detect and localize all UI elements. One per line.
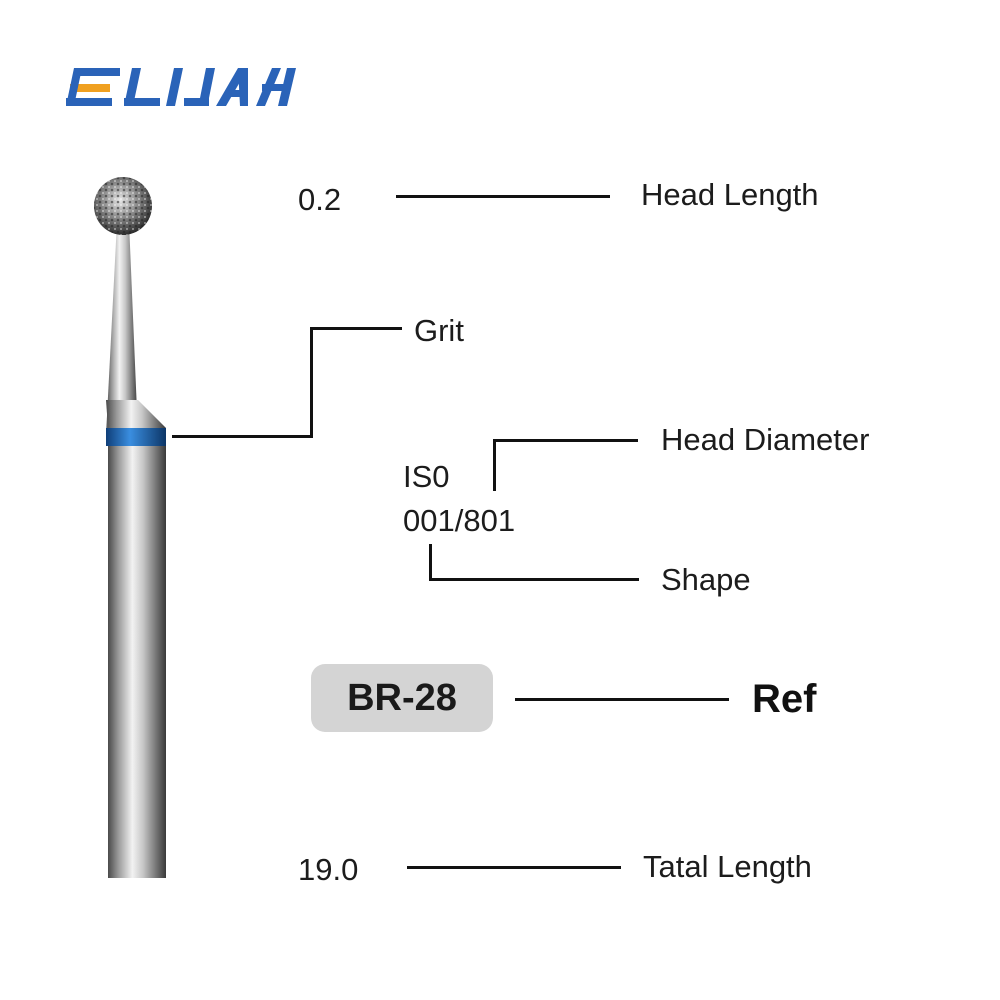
bur-neck: [106, 222, 138, 435]
bur-graphic: [94, 177, 166, 878]
logo-letter-l: [124, 68, 160, 106]
head-diameter-leader-line-horizontal: [493, 439, 638, 442]
total-length-value: 19.0: [298, 852, 359, 887]
logo-letter-j: [184, 68, 215, 106]
logo-letter-e: [66, 68, 120, 106]
grit-color-band: [106, 428, 166, 446]
shape-leader-line-horizontal: [429, 578, 639, 581]
ref-code-badge: BR-28: [311, 664, 493, 732]
head-length-label: Head Length: [641, 177, 819, 212]
shape-label: Shape: [661, 562, 751, 597]
head-diameter-label: Head Diameter: [661, 422, 870, 457]
iso-prefix: IS0: [403, 459, 450, 494]
logo-letter-a: [216, 68, 248, 106]
elijah-logo-graphic: [66, 68, 296, 106]
grit-label: Grit: [414, 313, 464, 348]
ref-leader-line: [515, 698, 729, 701]
bur-shaft: [108, 446, 166, 878]
logo-letter-h: [256, 68, 296, 106]
shape-leader-line-vertical: [429, 544, 432, 581]
head-diameter-leader-line-vertical: [493, 439, 496, 491]
iso-code: 001/801: [403, 503, 516, 538]
grit-leader-line-top: [310, 327, 402, 330]
grit-leader-line-horizontal: [172, 435, 313, 438]
bur-head-grit: [94, 177, 152, 235]
brand-logo: ELIJAH: [66, 66, 296, 115]
ref-code: BR-28: [347, 676, 457, 719]
ref-label: Ref: [752, 677, 817, 721]
total-length-label: Tatal Length: [643, 849, 812, 884]
head-length-leader-line: [396, 195, 610, 198]
grit-leader-line-vertical: [310, 327, 313, 438]
logo-letter-i: [166, 68, 183, 106]
dental-bur-illustration: [80, 170, 190, 887]
total-length-leader-line: [407, 866, 621, 869]
head-length-value: 0.2: [298, 182, 342, 217]
